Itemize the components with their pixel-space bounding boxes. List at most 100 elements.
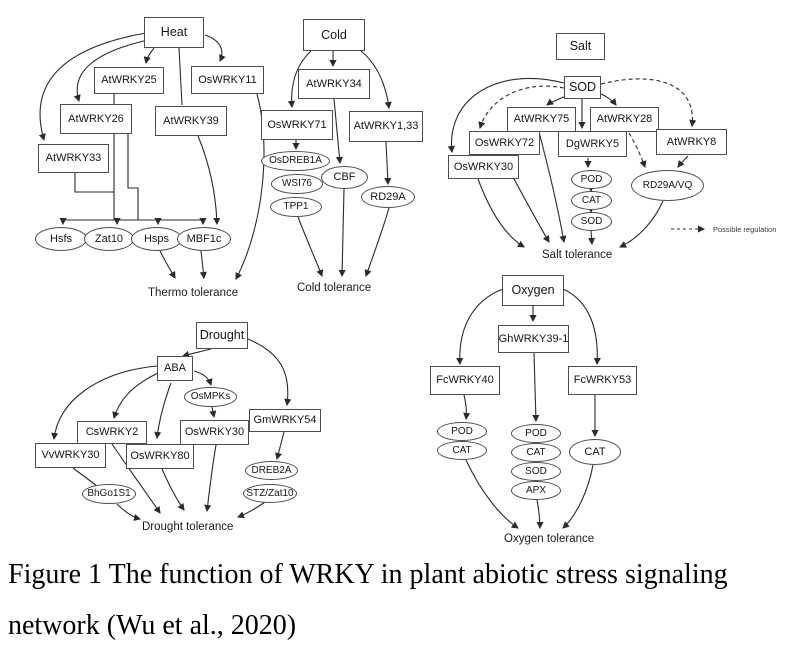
node-apx-oxy-mid: APX	[511, 481, 561, 500]
node-oswrky30-drought: OsWRKY30	[180, 420, 249, 445]
connector	[587, 230, 596, 246]
label-cold-tolerance: Cold tolerance	[297, 282, 372, 294]
node-cat-salt: CAT	[571, 191, 612, 210]
node-cat-oxy-right: CAT	[569, 439, 621, 465]
connector	[536, 499, 544, 530]
node-atwrky39: AtWRKY39	[155, 106, 227, 136]
connector	[204, 34, 226, 62]
node-atwrky26: AtWRKY26	[60, 104, 132, 134]
node-oxygen-trigger: Oxygen	[502, 275, 564, 306]
connector	[275, 431, 285, 461]
connector	[338, 188, 346, 278]
connector	[116, 503, 142, 521]
node-osmpks: OsMPKs	[184, 387, 237, 407]
connector	[209, 406, 217, 419]
arrows-cold	[287, 50, 392, 278]
node-fcwrky53: FcWRKY53	[568, 366, 637, 395]
connector	[235, 93, 265, 280]
node-cswrky2: CsWRKY2	[77, 421, 147, 444]
connector	[159, 250, 176, 279]
connector	[154, 382, 172, 440]
node-wsi76: WSI76	[271, 174, 323, 194]
arrows-drought	[51, 338, 292, 521]
connector	[127, 134, 139, 220]
connector	[112, 372, 159, 420]
arrows-oxygen	[456, 288, 601, 530]
node-vvwrky30: VvWRKY30	[35, 443, 106, 468]
node-heat-trigger: Heat	[144, 17, 204, 48]
connector	[456, 288, 504, 366]
node-cbf: CBF	[321, 166, 368, 189]
label-thermo-tolerance: Thermo tolerance	[148, 287, 239, 299]
connector	[364, 207, 390, 278]
node-bhgo1s1: BhGo1S1	[82, 484, 136, 504]
node-atwrky8: AtWRKY8	[656, 129, 727, 155]
connector	[38, 32, 147, 142]
connector	[600, 78, 697, 128]
node-dgwrky5: DgWRKY5	[558, 131, 627, 157]
arrows-salt	[447, 78, 706, 248]
node-pod-oxy-mid: POD	[511, 424, 561, 443]
connector	[247, 338, 292, 407]
node-osdreb1a: OsDREB1A	[261, 151, 330, 171]
node-aba: ABA	[157, 356, 193, 381]
caption-line-2: network (Wu et al., 2020)	[8, 610, 297, 641]
node-mbf1c: MBF1c	[177, 227, 231, 251]
node-salt-trigger: Salt	[556, 33, 605, 60]
node-sod-top: SOD	[564, 76, 601, 99]
connector	[199, 250, 207, 280]
connector	[197, 135, 221, 226]
caption-line-1: Figure 1 The function of WRKY in plant a…	[8, 559, 728, 590]
node-oswrky72: OsWRKY72	[469, 131, 540, 155]
connector	[447, 78, 565, 154]
connector	[143, 47, 155, 65]
connector	[532, 352, 540, 423]
connector	[181, 348, 212, 358]
connector	[51, 365, 158, 441]
node-atwrky33: AtWRKY33	[38, 144, 109, 173]
connector	[72, 467, 98, 487]
node-drought-trigger: Drought	[196, 322, 248, 349]
node-dreb2a: DREB2A	[245, 461, 298, 480]
node-oswrky71: OsWRKY71	[261, 110, 333, 140]
node-hsfs: Hsfs	[35, 227, 87, 251]
node-sod-salt: SOD	[571, 212, 612, 231]
node-hsps: Hsps	[131, 227, 182, 251]
node-atwrky34: AtWRKY34	[298, 69, 370, 99]
node-oswrky11: OsWRKY11	[191, 66, 264, 94]
connector	[562, 288, 601, 366]
node-tpp1: TPP1	[270, 197, 322, 217]
node-rd29a-vq: RD29A/VQ	[631, 170, 704, 201]
label-drought-tolerance: Drought tolerance	[142, 521, 234, 533]
connector	[178, 47, 183, 106]
node-sod-oxy-mid: SOD	[511, 462, 561, 481]
node-ghwrky39-1: GhWRKY39-1	[498, 325, 569, 353]
connector	[463, 394, 471, 421]
connector	[677, 155, 689, 168]
node-fcwrky40: FcWRKY40	[430, 366, 500, 395]
legend-possible-regulation: Possible regulation	[713, 225, 777, 234]
node-cold-trigger: Cold	[303, 19, 365, 51]
node-atwrky28: AtWRKY28	[590, 107, 659, 132]
connector	[287, 50, 312, 109]
node-cat-oxy-left: CAT	[437, 441, 487, 460]
connector	[111, 443, 161, 514]
connector	[360, 50, 392, 110]
node-cat-oxy-mid: CAT	[511, 443, 561, 462]
connector	[193, 370, 213, 387]
node-rd29a: RD29A	[361, 186, 415, 208]
connector	[598, 92, 617, 106]
node-pod-oxy-left: POD	[437, 422, 487, 441]
node-pod-salt: POD	[571, 170, 612, 189]
connector	[384, 141, 392, 186]
connector	[628, 132, 647, 169]
node-stz-zat10: STZ/Zat10	[243, 484, 297, 503]
connector	[477, 178, 525, 248]
label-salt-tolerance: Salt tolerance	[542, 249, 613, 261]
label-oxygen-tolerance: Oxygen tolerance	[504, 533, 595, 545]
connector	[538, 131, 567, 244]
connector	[204, 444, 217, 513]
connector	[73, 39, 149, 103]
connector	[546, 95, 567, 106]
